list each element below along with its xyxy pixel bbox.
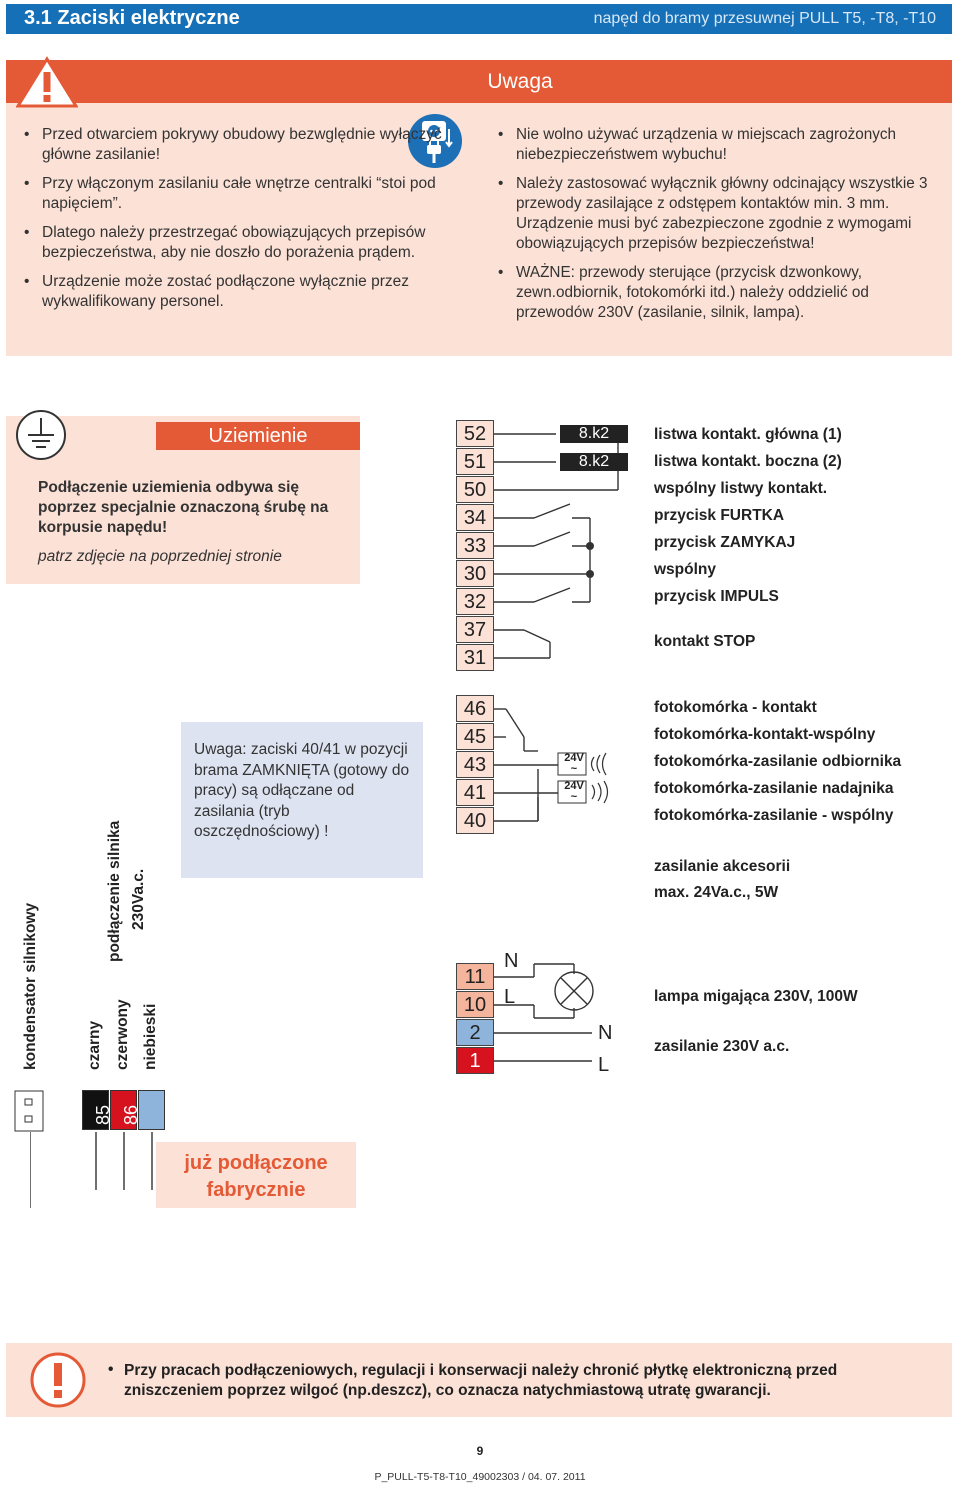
accessory-label: max. 24Va.c., 5W — [654, 884, 779, 901]
terminal: 2 — [456, 1019, 494, 1046]
terminal-label: wspólny — [654, 561, 717, 578]
terminal-label: fotokomórka - kontakt — [654, 699, 817, 716]
terminal-label: przycisk IMPULS — [654, 588, 779, 605]
contact-tag: 8.k2 — [560, 425, 628, 443]
capacitor-label: kondensator silnikowy — [22, 902, 39, 1070]
motor-connection-label: podłączenie silnika — [106, 820, 123, 962]
terminal: 51 — [456, 448, 494, 475]
voltage-tag: 24V ~ — [564, 780, 584, 803]
note-text: Uwaga: zaciski 40/41 w pozycji brama ZAM… — [194, 741, 410, 840]
terminal: 46 — [456, 695, 494, 722]
list-item: Urządzenie może zostać podłączone wyłącz… — [20, 272, 470, 312]
warning-list-left: Przed otwarciem pokrywy obudowy bezwględ… — [20, 125, 470, 321]
terminal: 40 — [456, 807, 494, 834]
terminal-label: fotokomórka-zasilanie nadajnika — [654, 780, 894, 797]
grounding-text: Podłączenie uziemienia odbywa się poprze… — [38, 479, 329, 536]
list-item: Przed otwarciem pokrywy obudowy bezwględ… — [20, 125, 470, 165]
motor-terminal: 84 — [65, 1090, 109, 1130]
wire-color-label: niebieski — [142, 1003, 159, 1070]
terminal-label: zasilanie 230V a.c. — [654, 1038, 790, 1055]
power-wiring-diagram — [494, 963, 594, 1062]
page-header: 3.1 Zaciski elektryczne napęd do bramy p… — [6, 4, 952, 34]
terminal-label: fotokomórka-zasilanie - wspólny — [654, 807, 894, 824]
mains-neutral-label: N — [598, 1022, 613, 1044]
terminal-label: listwa kontakt. główna (1) — [654, 426, 842, 443]
terminal: 33 — [456, 532, 494, 559]
terminal: 52 — [456, 420, 494, 447]
grounding-note: patrz zdjęcie na poprzedniej stronie — [38, 548, 282, 565]
product-subtitle: napęd do bramy przesuwnej PULL T5, -T8, … — [593, 10, 936, 27]
terminal: 34 — [456, 504, 494, 531]
list-item: Nie wolno używać urządzenia w miejscach … — [494, 125, 940, 165]
terminal-label: fotokomórka-kontakt-wspólny — [654, 726, 876, 743]
terminal: 50 — [456, 476, 494, 503]
exclamation-icon — [30, 1352, 86, 1408]
terminal-label: lampa migająca 230V, 100W — [654, 988, 858, 1005]
terminal: 43 — [456, 751, 494, 778]
wire-color-label: czarny — [86, 1020, 103, 1070]
lamp-live-label: L — [504, 986, 516, 1008]
accessory-label: zasilanie akcesorii — [654, 858, 791, 875]
motor-wires — [30, 1132, 153, 1208]
page-number: 9 — [476, 1444, 484, 1458]
terminal-label: przycisk FURTKA — [654, 507, 785, 524]
terminal: 37 — [456, 616, 494, 643]
motor-terminal: 85 — [93, 1090, 137, 1130]
terminal-label: przycisk ZAMYKAJ — [654, 534, 796, 551]
warning-triangle-icon — [16, 56, 78, 108]
contact-tag: 8.k2 — [560, 453, 628, 471]
terminal: 11 — [456, 963, 494, 990]
motor-connection-voltage: 230Va.c. — [130, 868, 147, 930]
terminal: 32 — [456, 588, 494, 615]
bullet: • — [108, 1361, 114, 1378]
terminal-label: wspólny listwy kontakt. — [654, 480, 828, 497]
voltage-tag: 24V ~ — [564, 752, 584, 775]
terminal: 1 — [456, 1047, 494, 1074]
photocell-wiring-diagram — [494, 708, 609, 822]
terminal: 41 — [456, 779, 494, 806]
note-panel — [181, 722, 423, 878]
warning-bar — [6, 60, 952, 103]
terminal: 10 — [456, 991, 494, 1018]
list-item: Należy zastosować wyłącznik główny odcin… — [494, 174, 940, 254]
capacitor-icon — [14, 1090, 44, 1132]
motor-terminal: 86 — [121, 1090, 165, 1130]
section-title: 3.1 Zaciski elektryczne — [24, 7, 240, 29]
document-code: P_PULL-T5-T8-T10_49002303 / 04. 07. 2011 — [374, 1471, 586, 1483]
lamp-neutral-label: N — [504, 950, 519, 972]
grounding-title: Uziemienie — [156, 422, 360, 450]
warning-list-right: Nie wolno używać urządzenia w miejscach … — [494, 125, 940, 332]
terminal-label: fotokomórka-zasilanie odbiornika — [654, 753, 902, 770]
terminal-label: kontakt STOP — [654, 633, 756, 650]
terminal: 45 — [456, 723, 494, 750]
wire-color-label: czerwony — [114, 999, 131, 1070]
moisture-warning-panel — [6, 1343, 952, 1417]
list-item: Przy włączonym zasilaniu całe wnętrze ce… — [20, 174, 470, 214]
list-item: Dlatego należy przestrzegać obowiązujący… — [20, 223, 470, 263]
list-item: WAŻNE: przewody sterujące (przycisk dzwo… — [494, 263, 940, 323]
terminal-label: listwa kontakt. boczna (2) — [654, 453, 842, 470]
ground-symbol-icon — [16, 410, 66, 460]
moisture-warning-text: Przy pracach podłączeniowych, regulacji … — [124, 1362, 838, 1399]
mains-live-label: L — [598, 1054, 610, 1076]
warning-title: Uwaga — [487, 70, 553, 93]
factory-panel — [156, 1142, 356, 1208]
terminal: 31 — [456, 644, 494, 671]
factory-connected-label: już podłączone fabrycznie — [184, 1152, 328, 1201]
terminal: 30 — [456, 560, 494, 587]
